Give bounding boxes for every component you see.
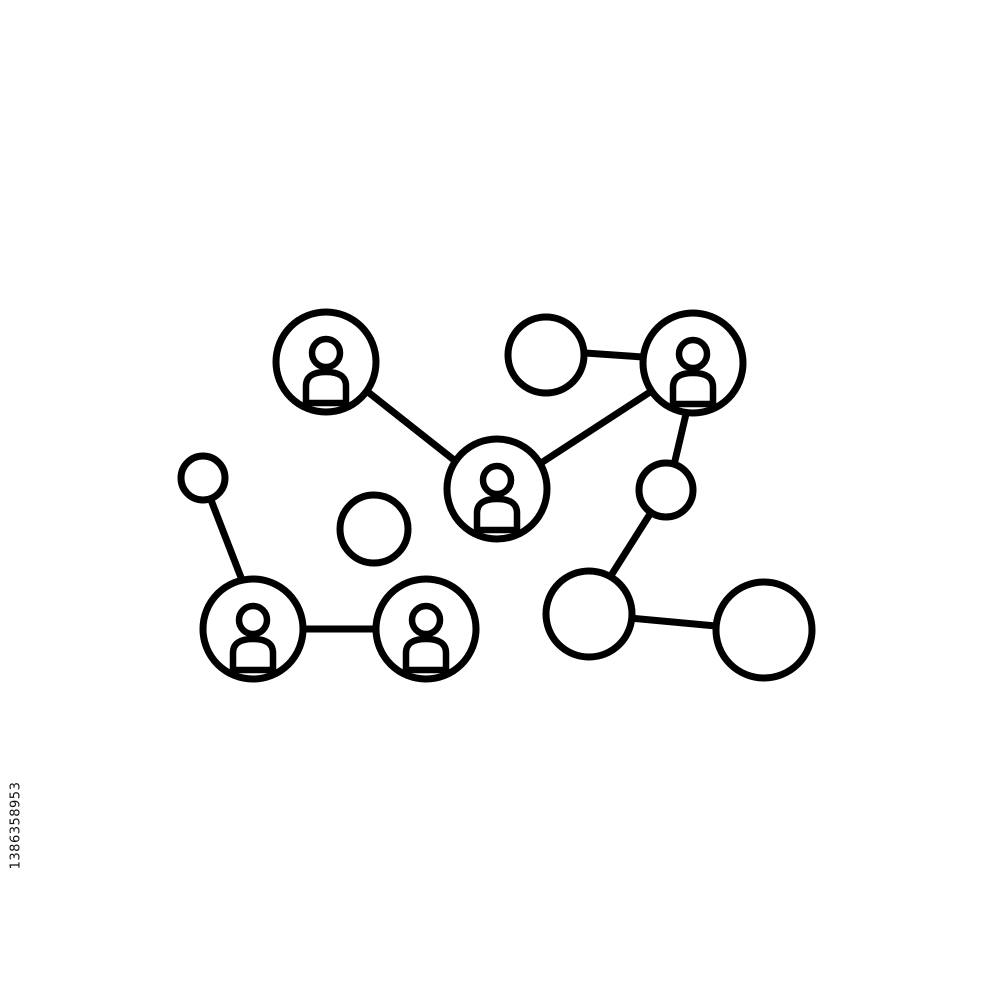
user-avatar-head-icon <box>235 602 271 638</box>
empty-node <box>504 313 588 397</box>
connection-line <box>670 410 690 469</box>
image-id-text: 1386358953 <box>8 781 24 869</box>
connection-line <box>207 496 246 584</box>
user-node-2 <box>443 435 551 543</box>
empty-node <box>336 491 412 567</box>
user-node-1 <box>272 308 380 416</box>
user-avatar-body-icon <box>669 369 717 408</box>
user-node-5 <box>372 575 480 683</box>
connection-line <box>364 388 458 464</box>
connections <box>207 349 720 633</box>
connection-line <box>534 388 654 469</box>
user-avatar-body-icon <box>302 368 350 407</box>
connection-line <box>626 614 720 630</box>
user-avatar-body-icon <box>229 635 277 674</box>
user-avatar-head-icon <box>308 335 344 371</box>
empty-node <box>177 452 229 504</box>
connection-line <box>608 510 654 578</box>
empty-node <box>712 578 816 682</box>
user-avatar-body-icon <box>402 635 450 674</box>
empty-node <box>635 459 697 521</box>
image-id-label: 1386358953 <box>4 755 28 895</box>
user-avatar-body-icon <box>473 495 521 534</box>
user-node-4 <box>199 575 307 683</box>
connection-line <box>581 349 647 361</box>
user-avatar-head-icon <box>408 602 444 638</box>
user-avatar-head-icon <box>479 462 515 498</box>
empty-nodes <box>177 313 816 682</box>
empty-node <box>542 567 636 661</box>
user-avatar-head-icon <box>675 336 711 372</box>
user-node-3 <box>639 309 747 417</box>
